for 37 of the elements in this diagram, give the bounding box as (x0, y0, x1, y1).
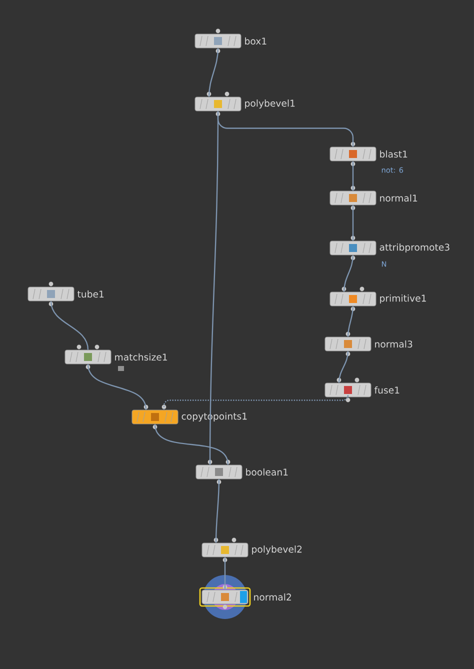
network-node: matchsize1 (64, 344, 167, 370)
network-node: normal3 (324, 332, 412, 356)
network-node: polybevel1 (194, 92, 295, 116)
network-node: normal1 (330, 186, 418, 210)
connector-wire (87, 364, 147, 410)
node-label: primitive1 (380, 294, 426, 304)
node-label: normal3 (375, 340, 412, 348)
connector-wire (338, 351, 349, 383)
connector-wire (163, 394, 349, 410)
connector-wire (352, 205, 354, 241)
connector-wire (208, 48, 219, 97)
connector-wire (352, 161, 354, 191)
node-label: polybevel2 (252, 545, 302, 555)
node-label: matchsize1 (115, 353, 167, 361)
connector-wire (50, 301, 89, 350)
network-node: box1 (194, 28, 266, 54)
network-node: fuse1 (324, 378, 400, 402)
network-node: tube1 (28, 282, 104, 306)
connector-wire (343, 255, 354, 292)
network-node: primitive1 (330, 286, 426, 312)
node-label: polybevel1 (245, 100, 295, 109)
node-label: attribpromote3 (380, 243, 450, 253)
connector-wire (209, 111, 219, 465)
node-label: fuse1 (374, 386, 400, 394)
node-label: tube1 (78, 290, 104, 298)
node-label: blast1 (380, 150, 408, 158)
node-label: box1 (245, 37, 266, 45)
connector-wire (224, 557, 226, 590)
network-node: polybevel2 (202, 538, 302, 562)
connector-wire (154, 424, 229, 465)
node-label: boolean1 (246, 468, 288, 476)
connector-wire (347, 306, 354, 337)
network-node: boolean1 (196, 460, 288, 484)
node-label: normal2 (254, 593, 291, 601)
network-node: normal2 (199, 575, 291, 619)
node-label: normal1 (380, 194, 418, 202)
connector-wire (215, 479, 220, 543)
